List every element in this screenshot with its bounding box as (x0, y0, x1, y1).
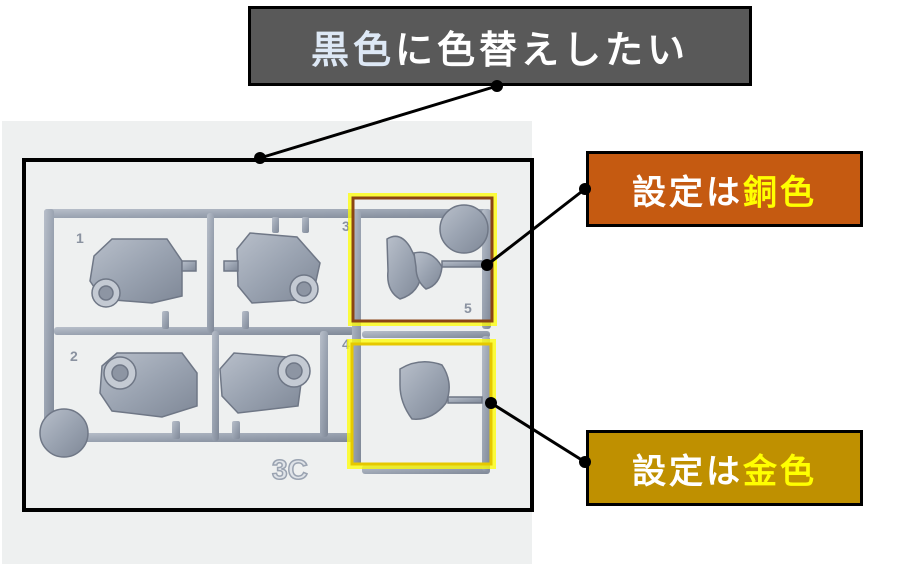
copper-callout: 設定は銅色 (586, 151, 863, 227)
runner-number-2: 2 (70, 348, 78, 364)
gold-callout-prefix: 設定は (632, 451, 743, 492)
title-callout-color: 黒色 (310, 27, 395, 72)
gold-callout: 設定は金色 (586, 430, 863, 506)
runner-photo: 1 2 3 4 5 3C (2, 121, 532, 564)
title-callout: 黒色に色替えしたい (248, 6, 752, 86)
copper-callout-prefix: 設定は (632, 172, 743, 213)
runner-number-4: 4 (342, 336, 350, 352)
copper-callout-highlight: 銅色 (743, 172, 817, 213)
runner-number-3: 3 (342, 218, 350, 234)
title-callout-rest: に色替えしたい (395, 27, 690, 72)
runner-drawing: 1 2 3 4 5 3C (39, 204, 491, 486)
runner-number-1: 1 (76, 230, 84, 246)
gold-callout-highlight: 金色 (743, 451, 817, 492)
runner-tag: 3C (272, 454, 308, 485)
runner-number-5: 5 (464, 300, 472, 316)
